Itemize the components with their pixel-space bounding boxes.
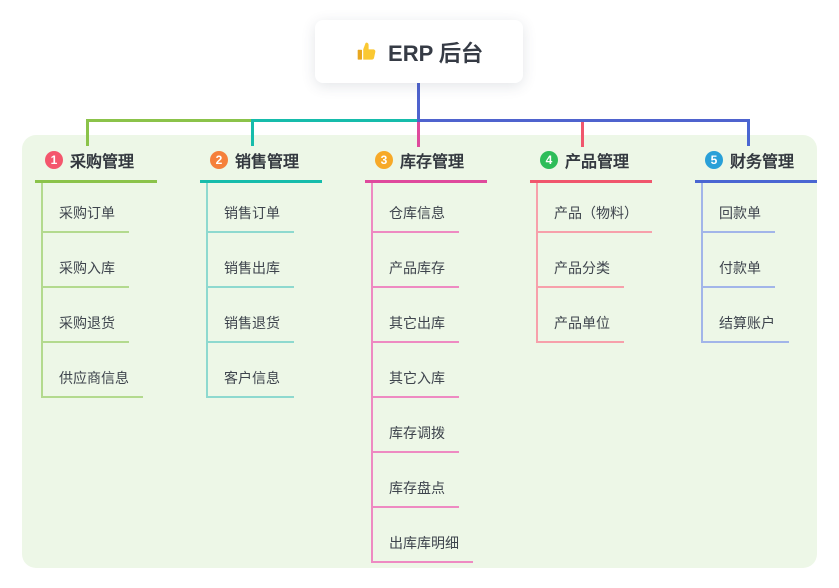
branch-column-4: 4 产品管理产品（物料） 产品分类产品单位 bbox=[530, 148, 652, 343]
mindmap-leaf-node[interactable]: 回款单 bbox=[703, 183, 775, 233]
thumbs-up-icon bbox=[355, 40, 378, 63]
leaf-label: 产品分类 bbox=[554, 260, 610, 276]
mindmap-leaf-node[interactable]: 采购退货 bbox=[43, 288, 129, 343]
branch-number-badge: 5 bbox=[705, 151, 723, 169]
leaf-label: 库存调拨 bbox=[389, 425, 445, 441]
leaf-label: 库存盘点 bbox=[389, 480, 445, 496]
mindmap-leaf-node[interactable]: 采购入库 bbox=[43, 233, 129, 288]
branch-label: 产品管理 bbox=[565, 154, 630, 171]
mindmap-leaf-node[interactable]: 付款单 bbox=[703, 233, 775, 288]
leaf-label: 供应商信息 bbox=[59, 370, 129, 386]
connector-segment bbox=[86, 119, 254, 122]
mindmap-leaf-node[interactable]: 销售退货 bbox=[208, 288, 294, 343]
leaf-label: 采购入库 bbox=[59, 260, 115, 276]
connector-segment bbox=[254, 119, 417, 122]
leaf-label: 销售退货 bbox=[224, 315, 280, 331]
branch-node[interactable]: 2 销售管理 bbox=[200, 148, 322, 183]
leaf-label: 回款单 bbox=[719, 205, 761, 221]
mindmap-leaf-node[interactable]: 供应商信息 bbox=[43, 343, 143, 398]
branch-node[interactable]: 4 产品管理 bbox=[530, 148, 652, 183]
branch-children: 销售订单销售出库销售退货客户信息 bbox=[206, 183, 294, 398]
branch-children: 回款单付款单结算账户 bbox=[701, 183, 789, 343]
leaf-label: 产品库存 bbox=[389, 260, 445, 276]
connector-segment bbox=[417, 119, 750, 122]
branch-number-badge: 2 bbox=[210, 151, 228, 169]
mindmap-leaf-node[interactable]: 采购订单 bbox=[43, 183, 129, 233]
branch-column-1: 1 采购管理采购订单采购入库采购退货供应商信息 bbox=[35, 148, 157, 398]
mindmap-leaf-node[interactable]: 结算账户 bbox=[703, 288, 789, 343]
branch-label: 销售管理 bbox=[235, 154, 300, 171]
mindmap-leaf-node[interactable]: 销售出库 bbox=[208, 233, 294, 288]
leaf-label: 出库库明细 bbox=[389, 535, 459, 551]
branch-label: 库存管理 bbox=[400, 154, 465, 171]
branch-column-2: 2 销售管理销售订单销售出库销售退货客户信息 bbox=[200, 148, 322, 398]
branch-column-3: 3 库存管理仓库信息产品库存其它出库其它入库库存调拨库存盘点出库库明细 bbox=[365, 148, 487, 563]
branch-label: 财务管理 bbox=[730, 154, 795, 171]
leaf-label: 其它出库 bbox=[389, 315, 445, 331]
branch-children: 采购订单采购入库采购退货供应商信息 bbox=[41, 183, 143, 398]
branch-drop-line bbox=[417, 122, 420, 147]
leaf-label: 销售出库 bbox=[224, 260, 280, 276]
branch-drop-line bbox=[581, 122, 584, 147]
root-connector-stem bbox=[417, 83, 420, 121]
branch-number-badge: 3 bbox=[375, 151, 393, 169]
leaf-label: 客户信息 bbox=[224, 370, 280, 386]
branch-children: 仓库信息产品库存其它出库其它入库库存调拨库存盘点出库库明细 bbox=[371, 183, 473, 563]
mindmap-leaf-node[interactable]: 销售订单 bbox=[208, 183, 294, 233]
mindmap-leaf-node[interactable]: 仓库信息 bbox=[373, 183, 459, 233]
branch-children: 产品（物料） 产品分类产品单位 bbox=[536, 183, 652, 343]
branch-column-5: 5 财务管理回款单付款单结算账户 bbox=[695, 148, 817, 343]
branch-node[interactable]: 3 库存管理 bbox=[365, 148, 487, 183]
mindmap-leaf-node[interactable]: 库存盘点 bbox=[373, 453, 459, 508]
branch-number-badge: 1 bbox=[45, 151, 63, 169]
root-node[interactable]: ERP 后台 bbox=[315, 20, 523, 83]
leaf-label: 采购退货 bbox=[59, 315, 115, 331]
leaf-label: 销售订单 bbox=[224, 205, 280, 221]
branch-node[interactable]: 5 财务管理 bbox=[695, 148, 817, 183]
branches-panel bbox=[22, 135, 817, 568]
leaf-label: 采购订单 bbox=[59, 205, 115, 221]
leaf-label: 其它入库 bbox=[389, 370, 445, 386]
mindmap-leaf-node[interactable]: 产品（物料） bbox=[538, 183, 652, 233]
branch-label: 采购管理 bbox=[70, 154, 135, 171]
mindmap-leaf-node[interactable]: 出库库明细 bbox=[373, 508, 473, 563]
leaf-label: 付款单 bbox=[719, 260, 761, 276]
leaf-label: 仓库信息 bbox=[389, 205, 445, 221]
mindmap-leaf-node[interactable]: 其它出库 bbox=[373, 288, 459, 343]
mindmap-leaf-node[interactable]: 产品库存 bbox=[373, 233, 459, 288]
branch-drop-line bbox=[251, 119, 254, 146]
leaf-label: 结算账户 bbox=[719, 315, 775, 331]
leaf-label: 产品（物料） bbox=[554, 205, 638, 221]
branch-drop-line bbox=[86, 119, 89, 146]
root-title: ERP 后台 bbox=[388, 40, 483, 66]
mindmap-leaf-node[interactable]: 库存调拨 bbox=[373, 398, 459, 453]
branch-number-badge: 4 bbox=[540, 151, 558, 169]
mindmap-leaf-node[interactable]: 产品单位 bbox=[538, 288, 624, 343]
leaf-label: 产品单位 bbox=[554, 315, 610, 331]
branch-node[interactable]: 1 采购管理 bbox=[35, 148, 157, 183]
mindmap-leaf-node[interactable]: 其它入库 bbox=[373, 343, 459, 398]
branch-drop-line bbox=[747, 119, 750, 146]
mindmap-leaf-node[interactable]: 产品分类 bbox=[538, 233, 624, 288]
mindmap-leaf-node[interactable]: 客户信息 bbox=[208, 343, 294, 398]
